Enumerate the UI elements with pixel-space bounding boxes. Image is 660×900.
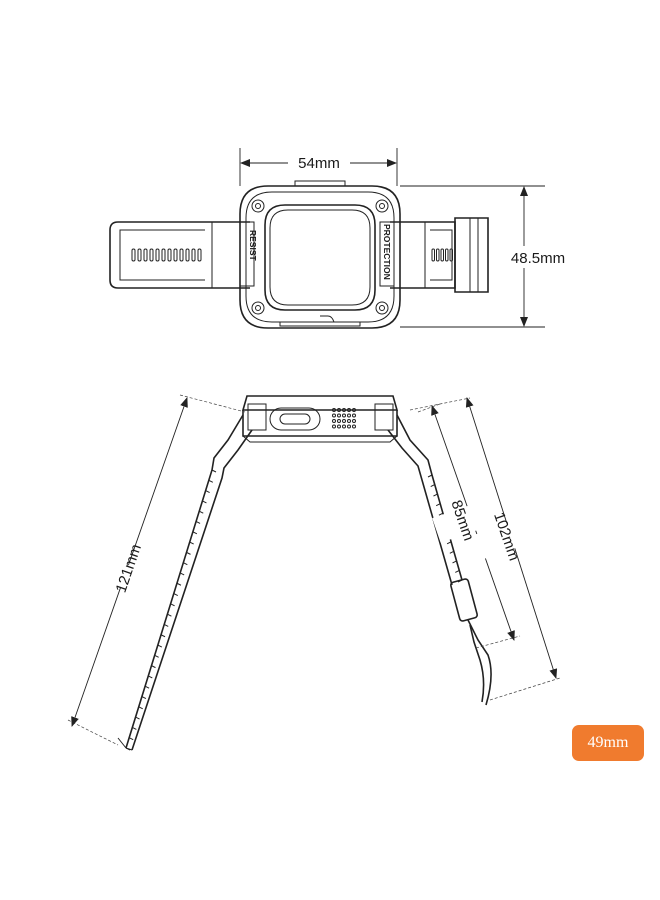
watch-case-top: RESIST PROTECTION — [239, 180, 401, 329]
strap-tooth — [138, 706, 143, 710]
strap-tooth — [170, 603, 175, 607]
strap-slot — [197, 248, 202, 262]
strap-slot — [185, 248, 190, 262]
strap-tooth — [163, 623, 169, 627]
strap-slot — [173, 248, 178, 262]
strap-slot — [161, 248, 166, 262]
strap-tooth — [148, 675, 153, 679]
right-strap-top — [390, 217, 489, 293]
strap-tooth — [157, 644, 163, 648]
watch-case-side — [241, 395, 399, 443]
strap-slot — [436, 248, 440, 262]
grille-hole — [342, 413, 346, 418]
strap-slot — [167, 248, 172, 262]
width-dimension: 54mm — [239, 148, 398, 186]
strap-slot — [155, 248, 160, 262]
strap-tooth — [430, 484, 435, 487]
strap-tooth — [144, 685, 150, 689]
strap-tooth — [452, 560, 457, 564]
strap-tooth — [179, 572, 185, 576]
case-text-right: PROTECTION — [382, 224, 392, 280]
strap-tooth — [160, 634, 166, 638]
right-outer-dimension: 102mm — [409, 397, 561, 701]
speaker-grille — [332, 408, 356, 429]
grille-hole — [347, 408, 351, 412]
strap-slot — [179, 248, 184, 262]
left-strap-dimension: 121mm — [67, 394, 246, 746]
strap-tooth — [446, 541, 452, 545]
strap-tooth — [189, 541, 194, 545]
strap-slot — [191, 248, 196, 262]
height-dimension: 48.5mm — [400, 185, 569, 328]
grille-hole — [342, 408, 346, 412]
grille-hole — [352, 424, 356, 429]
right-strap-side — [387, 414, 492, 706]
strap-slot — [440, 248, 444, 262]
strap-tooth — [183, 562, 188, 566]
grille-hole — [352, 408, 356, 412]
watch-side-view: 121mm 85mm 102mm — [67, 394, 561, 751]
strap-tooth — [132, 726, 137, 730]
strap-tooth — [151, 665, 156, 669]
strap-slot — [449, 248, 453, 262]
grille-hole — [347, 419, 351, 423]
strap-slot — [149, 248, 154, 262]
grille-hole — [332, 424, 336, 429]
strap-slot — [431, 248, 435, 262]
grille-hole — [337, 419, 341, 423]
grille-hole — [337, 408, 341, 412]
strap-tooth — [167, 613, 172, 617]
strap-tooth — [195, 521, 201, 524]
grille-hole — [332, 408, 336, 412]
strap-tooth — [449, 550, 455, 554]
strap-tooth — [192, 531, 198, 535]
strap-tooth — [176, 582, 182, 586]
grille-hole — [347, 413, 351, 418]
grille-hole — [332, 413, 336, 418]
strap-tooth — [154, 654, 159, 658]
size-badge: 49mm — [572, 725, 644, 761]
strap-tooth — [128, 737, 134, 741]
grille-hole — [342, 419, 346, 423]
strap-tooth — [205, 490, 210, 494]
strap-tooth — [427, 474, 433, 478]
watch-top-view: RESIST PROTECTION 54mm 48.5mm — [109, 148, 569, 329]
grille-hole — [352, 419, 356, 423]
height-label: 48.5mm — [511, 250, 565, 267]
strap-tooth — [125, 747, 131, 751]
strap-tooth — [141, 696, 147, 699]
case-screws — [251, 199, 389, 315]
strap-tooth — [455, 570, 460, 573]
grille-hole — [347, 424, 351, 429]
case-text-left: RESIST — [248, 230, 258, 262]
left-strap-top — [109, 221, 250, 289]
width-label: 54mm — [298, 155, 340, 172]
grille-hole — [332, 419, 336, 423]
strap-slot — [445, 248, 449, 262]
strap-slot — [137, 248, 142, 262]
strap-tooth — [211, 469, 217, 473]
strap-tooth — [202, 500, 207, 504]
strap-tooth — [186, 551, 191, 555]
strap-tooth — [208, 479, 214, 483]
strap-slot — [131, 248, 136, 262]
grille-hole — [337, 413, 341, 418]
grille-hole — [342, 424, 346, 429]
strap-tooth — [199, 510, 204, 514]
strap-tooth — [433, 493, 438, 497]
strap-tooth — [435, 503, 441, 507]
grille-hole — [337, 424, 341, 429]
strap-slot — [143, 248, 148, 262]
strap-tooth — [135, 716, 140, 720]
strap-tooth — [173, 593, 179, 597]
grille-hole — [352, 413, 356, 418]
